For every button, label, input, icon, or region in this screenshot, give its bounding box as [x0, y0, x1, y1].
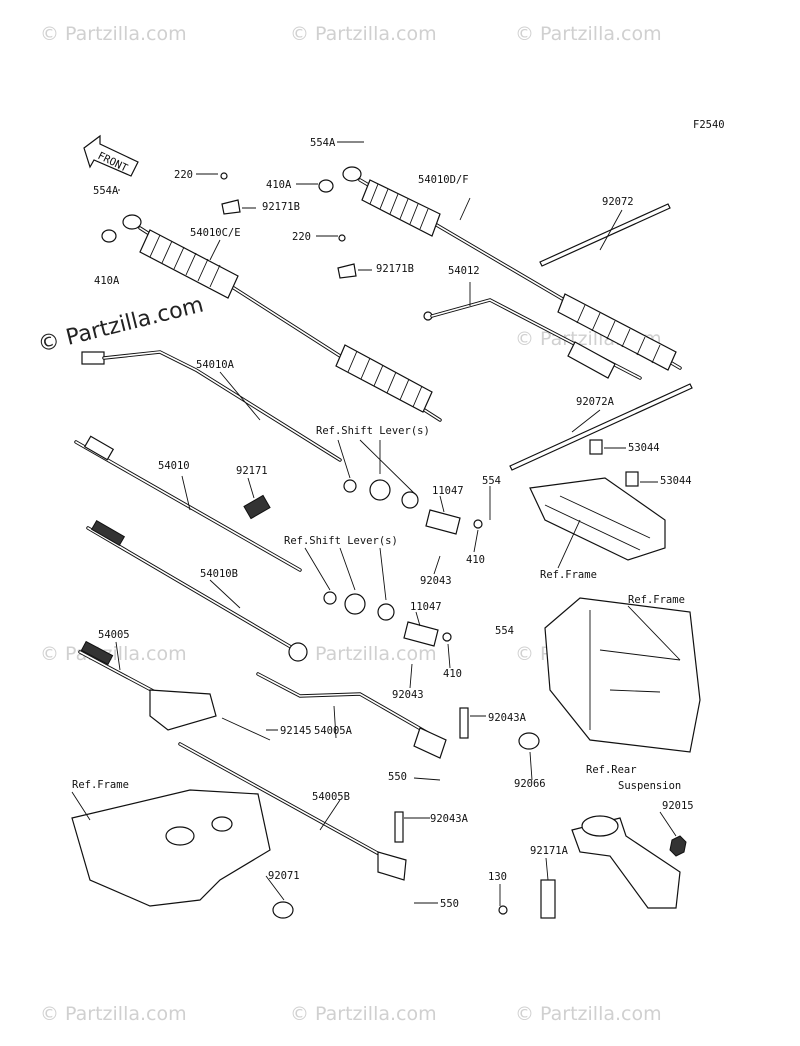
label-220-b: 220 — [292, 231, 311, 243]
label-554-a: 554 — [482, 475, 501, 487]
label-92043A-a: 92043A — [488, 712, 527, 724]
watermark-text: © Partzilla.com — [40, 23, 187, 45]
cable-54010 — [74, 435, 302, 572]
pin-92043A-b — [394, 811, 404, 843]
label-554A-top: 554A — [310, 137, 336, 149]
cable-54010A — [81, 350, 342, 462]
label-11047-b: 11047 — [410, 601, 442, 613]
tie-strap-92072 — [539, 203, 671, 267]
holder-11047-a — [425, 509, 461, 535]
diagram-code: F2540 — [693, 119, 725, 131]
rear-suspension — [571, 815, 681, 909]
watermark-text: © Partzilla.com — [515, 1003, 662, 1025]
part-labels: 554A 554A 220 220 410A 410A 92171B 92171… — [72, 137, 694, 910]
label-53044-b: 53044 — [660, 475, 692, 487]
grommet-92071 — [272, 901, 294, 919]
clamp-53044-a — [589, 439, 603, 455]
label-54010CE: 54010C/E — [190, 227, 241, 239]
clamp-92171B-a — [221, 199, 241, 215]
watermark-text: © Partzilla.com — [40, 1003, 187, 1025]
tie-strap-92072A — [509, 383, 693, 471]
clamp-92171B-b — [337, 263, 357, 279]
label-54012: 54012 — [448, 265, 480, 277]
label-92145: 92145 — [280, 725, 312, 737]
watermark-text: © Partzilla.com — [290, 23, 437, 45]
label-550-b: 550 — [440, 898, 459, 910]
label-554A-left: 554A — [93, 185, 119, 197]
holder-11047-b — [403, 621, 439, 647]
label-554-b: 554 — [495, 625, 514, 637]
label-92171A: 92171A — [530, 845, 569, 857]
cable-54010DF — [342, 166, 682, 371]
label-92043A-b: 92043A — [430, 813, 469, 825]
front-arrow-icon: FRONT — [83, 134, 139, 177]
label-54010A: 54010A — [196, 359, 235, 371]
cable-54012 — [423, 298, 642, 380]
bolt-130 — [498, 905, 508, 915]
label-ref-frame-1: Ref.Frame — [540, 569, 597, 581]
clamp-92171 — [243, 494, 271, 520]
cable-54010B — [86, 519, 308, 662]
label-92171B-b: 92171B — [376, 263, 414, 275]
label-54010: 54010 — [158, 460, 190, 472]
label-92171B-a: 92171B — [262, 201, 300, 213]
label-410A-mid: 410A — [266, 179, 292, 191]
watermark-text: © Partzilla.com — [290, 643, 437, 665]
frame-section-bottom — [71, 789, 271, 907]
label-92171: 92171 — [236, 465, 268, 477]
cable-54005A — [256, 672, 447, 759]
rubber-boot — [361, 179, 441, 237]
clamp-53044-b — [625, 471, 639, 487]
label-220-a: 220 — [174, 169, 193, 181]
label-130: 130 — [488, 871, 507, 883]
cable-54005 — [78, 640, 217, 731]
label-92072A: 92072A — [576, 396, 615, 408]
label-410A-left: 410A — [94, 275, 120, 287]
label-ref-frame-3: Ref.Frame — [72, 779, 129, 791]
washer-410A-mid — [318, 179, 334, 193]
label-11047-a: 11047 — [432, 485, 464, 497]
nut-92015 — [669, 835, 687, 857]
watermark-text: © Partzilla.com — [290, 1003, 437, 1025]
bolt-220-a — [220, 172, 228, 180]
label-54005A: 54005A — [314, 725, 353, 737]
frame-section-upper — [529, 477, 666, 561]
label-92066: 92066 — [514, 778, 546, 790]
label-54010DF: 54010D/F — [418, 174, 469, 186]
watermark-text: © Partzilla.com — [515, 23, 662, 45]
label-ref-rear-2: Suspension — [618, 780, 681, 792]
label-54005: 54005 — [98, 629, 130, 641]
label-550-a: 550 — [388, 771, 407, 783]
label-ref-shift-2: Ref.Shift Lever(s) — [284, 535, 398, 547]
cap-92066 — [518, 732, 540, 750]
label-410-b: 410 — [443, 668, 462, 680]
bolt-220-b — [338, 234, 346, 242]
label-ref-shift-1: Ref.Shift Lever(s) — [316, 425, 430, 437]
leader-lines — [71, 141, 681, 906]
label-410-a: 410 — [466, 554, 485, 566]
small-parts — [101, 172, 687, 919]
partzilla-watermark: © Partzilla.com — [35, 292, 206, 357]
label-92043-a: 92043 — [420, 575, 452, 587]
label-54005B: 54005B — [312, 791, 350, 803]
spring-92145 — [221, 717, 271, 741]
label-92071: 92071 — [268, 870, 300, 882]
label-53044-a: 53044 — [628, 442, 660, 454]
label-ref-rear-1: Ref.Rear — [586, 764, 637, 776]
pin-92043A-a — [459, 707, 469, 739]
label-ref-frame-2: Ref.Frame — [628, 594, 685, 606]
label-54010B: 54010B — [200, 568, 238, 580]
cable-54005B — [178, 742, 407, 881]
washer-410A-left — [101, 229, 117, 243]
label-92072: 92072 — [602, 196, 634, 208]
frame-section-large — [544, 597, 701, 753]
label-92015: 92015 — [662, 800, 694, 812]
watermark-text: © Partzilla.com — [40, 643, 187, 665]
clamp-92171A — [540, 879, 556, 919]
label-92043-b: 92043 — [392, 689, 424, 701]
cable-54010CE — [122, 214, 442, 422]
